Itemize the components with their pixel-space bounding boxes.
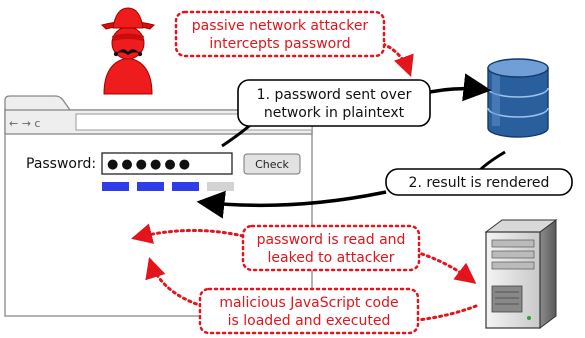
meter-segment-filled [172,182,199,191]
meter-segment-filled [137,182,164,191]
attacker-note-line2: intercepts password [209,36,350,52]
password-field[interactable] [101,152,233,175]
arrow-password-sent [421,73,492,102]
malicious-note: malicious JavaScript code is loaded and … [198,287,420,335]
meter-segment-empty [207,182,234,191]
sent-note-line2: network in plaintext [264,105,405,121]
result-note-text: 2. result is rendered [409,175,550,191]
malicious-note-line2: is loaded and executed [228,313,391,329]
arrow-result-rendered [196,190,387,219]
sent-note-line1: 1. password sent over [257,87,412,103]
spy-icon [101,7,155,95]
check-button[interactable] [243,153,301,175]
leak-note-line2: leaked to attacker [268,250,395,266]
database-icon [487,58,549,138]
sent-note: 1. password sent over network in plainte… [237,79,431,127]
server-icon [484,219,558,329]
browser-tab[interactable] [4,95,71,111]
arrow-intercept [381,42,414,77]
arrow-leak-to-attacker [414,250,477,284]
arrow-js-to-browser [145,257,204,308]
attacker-note: passive network attacker intercepts pass… [174,10,386,58]
arrow-leak-from-browser [131,223,245,244]
password-label: Password: [26,156,96,172]
arrow-js-from-server [416,304,478,322]
result-note: 2. result is rendered [385,168,573,196]
password-strength-meter [102,182,234,191]
leak-note: password is read and leaked to attacker [241,224,421,272]
malicious-note-line1: malicious JavaScript code [219,295,398,311]
leak-note-line1: password is read and [257,232,406,248]
nav-buttons[interactable]: ← → c [9,117,40,130]
check-button-label: Check [255,158,289,171]
password-value: ●●●●●● [107,157,193,172]
attacker-note-line1: passive network attacker [192,18,369,34]
meter-segment-filled [102,182,129,191]
